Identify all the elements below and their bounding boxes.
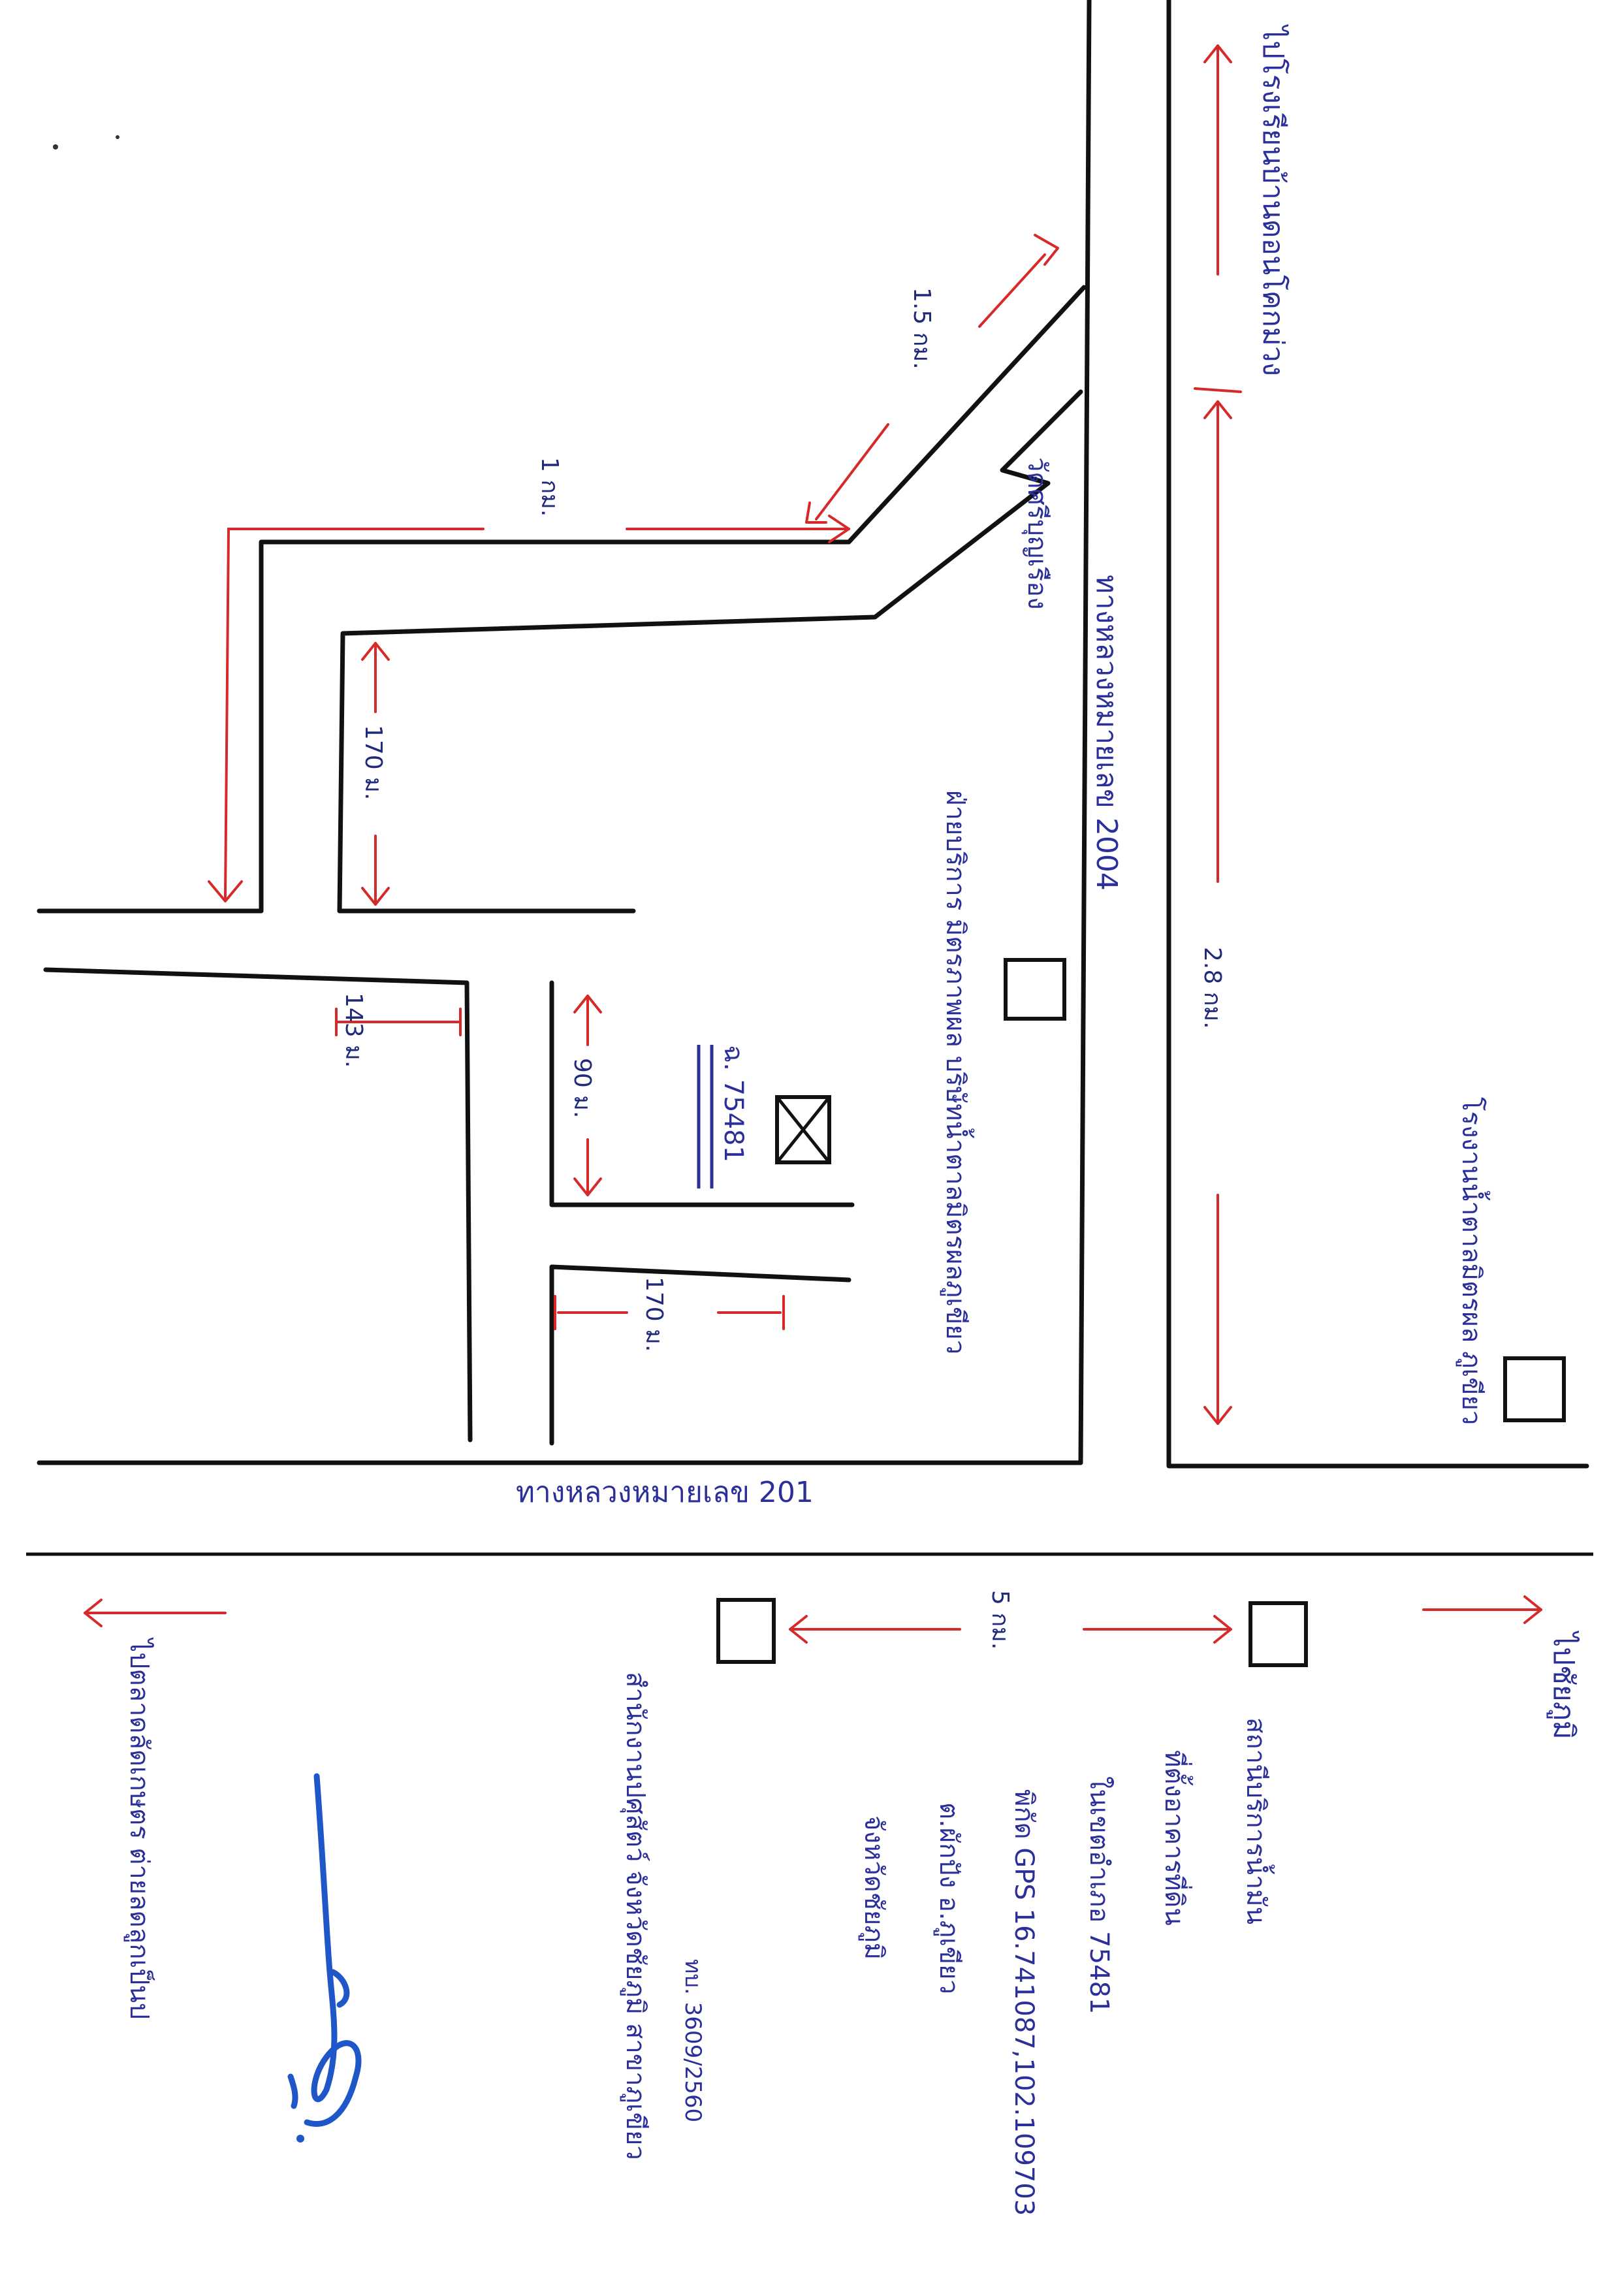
- label-sugar-factory-dept: ฝ่ายบริการ มิตรภาพผล บริษัทน้ำตาลมิตรผลภ…: [940, 790, 975, 1354]
- measure-1-5km-line-2: [815, 423, 889, 520]
- measure-1-5km-line: [978, 253, 1046, 328]
- measure-2-8km-tick-top: [1194, 387, 1242, 393]
- measure-1km-arrowhead: [208, 880, 243, 902]
- side-road-a: [549, 980, 855, 1207]
- measure-1-5km-arrowhead-2: [805, 502, 827, 524]
- arrow-to-chaiyaphum-head: [1523, 1595, 1542, 1624]
- side-road-b: [549, 1264, 851, 1446]
- arrow-to-market-head: [84, 1599, 103, 1627]
- label-to-chaiyaphum: ไปชัยภูมิ: [1546, 1631, 1580, 1740]
- building-health-office: [716, 1598, 776, 1664]
- measure-90m-arrowhead-top: [573, 995, 602, 1013]
- highway-201-right-edge: [1166, 0, 1589, 1469]
- label-1-5km: 1.5 กม.: [908, 287, 935, 370]
- label-station-address: ที่ตั้งอาคารที่ดิน: [1159, 1750, 1194, 1926]
- label-170m-b: 170 ม.: [641, 1277, 667, 1352]
- label-station-subdistrict: ต.ผักปัง อ.ภูเขียว: [934, 1802, 964, 1994]
- measure-1km-arrowhead-2: [828, 515, 850, 543]
- label-to-market: ไปตลาดลัดเกษตร ต่ายลดลูกเป็นป: [124, 1637, 155, 2019]
- measure-170m-a-arrowhead-top: [361, 642, 390, 661]
- measure-90m-arrowhead-bottom: [573, 1177, 602, 1196]
- label-health-office: สำนักงานปศุสัตว์ จังหวัดชัยภูมิ สาขาภูเข…: [620, 1672, 650, 2160]
- signature-icon: [287, 1773, 362, 2143]
- label-station-postcode: ในเขตอำเภอ 75481: [1084, 1776, 1115, 2014]
- label-170m-a: 170 ม.: [360, 725, 387, 800]
- measure-1-5km-arrowhead: [1034, 234, 1059, 266]
- building-sugar-factory: [1503, 1356, 1566, 1422]
- labels: ไปโรงเรียนบ้านดอนโคกม่วง 1.5 กม. 1 กม. ว…: [124, 24, 1580, 2216]
- label-temple: วัดศรีบุญเรือง: [1021, 457, 1052, 610]
- branch-road-upper: [37, 285, 1087, 914]
- label-143m: 143 ม.: [340, 993, 367, 1068]
- building-sugar-dept: [1004, 958, 1066, 1021]
- measurements: [84, 44, 1542, 1644]
- label-to-school: ไปโรงเรียนบ้านดอนโคกม่วง: [1256, 24, 1290, 376]
- measure-2-8km-arrowhead-bottom: [1203, 1406, 1232, 1425]
- label-sugar-factory: โรงงานน้ำตาลมิตรผล ภูเขียว: [1456, 1097, 1491, 1425]
- label-station-province: จังหวัดชัยภูมิ: [859, 1815, 889, 1960]
- label-highway-201: ทางหลวงหมายเลข 201: [516, 1476, 814, 1509]
- scan-speck: [116, 135, 119, 139]
- label-site: ฉ. 75481: [718, 1045, 748, 1162]
- scan-speck: [53, 144, 58, 150]
- measure-170m-a-arrowhead-bottom: [361, 887, 390, 906]
- highway-201-left-edge: [37, 0, 1092, 1465]
- label-reg-no: ทบ. 3609/2560: [680, 1959, 706, 2122]
- measure-5km-arrowhead-right: [1213, 1615, 1232, 1644]
- building-police-station: [1248, 1601, 1308, 1667]
- road-network: [26, 0, 1593, 1556]
- station-info-block: สถานีบริการน้ำมัน ที่ตั้งอาคารที่ดิน ในเ…: [859, 1717, 1275, 2216]
- label-90m: 90 ม.: [569, 1058, 596, 1118]
- label-highway-2004: ทางหลวงหมายเลข 2004: [1090, 575, 1123, 891]
- measure-1km-line: [224, 528, 485, 899]
- label-2-8km: 2.8 กม.: [1199, 947, 1226, 1029]
- highway-2004-top-edge: [43, 967, 473, 1443]
- signature-dot: [296, 2135, 304, 2143]
- site-marker-icon: [775, 1095, 831, 1164]
- label-station-gps: พิกัด GPS 16.741087,102.109703: [1009, 1789, 1039, 2216]
- measure-5km-arrowhead-left: [789, 1615, 808, 1644]
- label-station-name: สถานีบริการน้ำมัน: [1241, 1717, 1275, 1924]
- branch-road-lower: [337, 389, 1083, 914]
- arrow-to-school-head: [1203, 44, 1232, 63]
- label-5km: 5 กม.: [987, 1590, 1013, 1650]
- measure-2-8km-arrowhead-top: [1203, 400, 1232, 419]
- buildings: [697, 958, 1566, 1667]
- label-1km: 1 กม.: [536, 457, 563, 517]
